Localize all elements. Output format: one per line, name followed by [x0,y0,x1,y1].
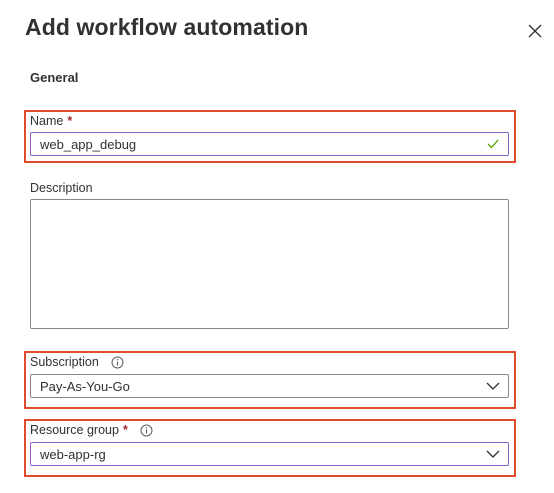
subscription-dropdown[interactable]: Pay-As-You-Go [30,374,509,398]
resource-group-dropdown[interactable]: web-app-rg [30,442,509,466]
description-textarea[interactable] [30,199,509,329]
required-asterisk: * [122,423,128,437]
panel-title: Add workflow automation [25,14,309,40]
resource-group-label: Resource group * [30,423,153,437]
name-valid-indicator [478,133,508,155]
resource-group-selected-value: web-app-rg [40,446,106,462]
section-heading-general: General [30,70,79,85]
subscription-dropdown-toggle[interactable] [478,375,508,397]
subscription-field-highlight [24,351,516,409]
subscription-label: Subscription [30,355,124,369]
subscription-selected-value: Pay-As-You-Go [40,378,130,394]
resource-group-label-text: Resource group [30,423,119,437]
name-label-text: Name [30,114,64,128]
close-icon [528,24,542,38]
subscription-label-text: Subscription [30,355,99,369]
name-field-highlight [24,110,516,163]
chevron-down-icon [486,450,500,458]
checkmark-icon [487,139,499,149]
description-label-text: Description [30,181,93,195]
description-label: Description [30,181,93,195]
required-asterisk: * [67,114,73,128]
info-icon[interactable] [140,424,153,437]
resource-group-field-highlight [24,419,516,477]
close-button[interactable] [524,20,546,42]
resource-group-dropdown-toggle[interactable] [478,443,508,465]
name-input[interactable]: web_app_debug [30,132,509,156]
name-label: Name * [30,114,72,128]
chevron-down-icon [486,382,500,390]
name-input-value: web_app_debug [40,136,137,152]
info-icon[interactable] [111,356,124,369]
